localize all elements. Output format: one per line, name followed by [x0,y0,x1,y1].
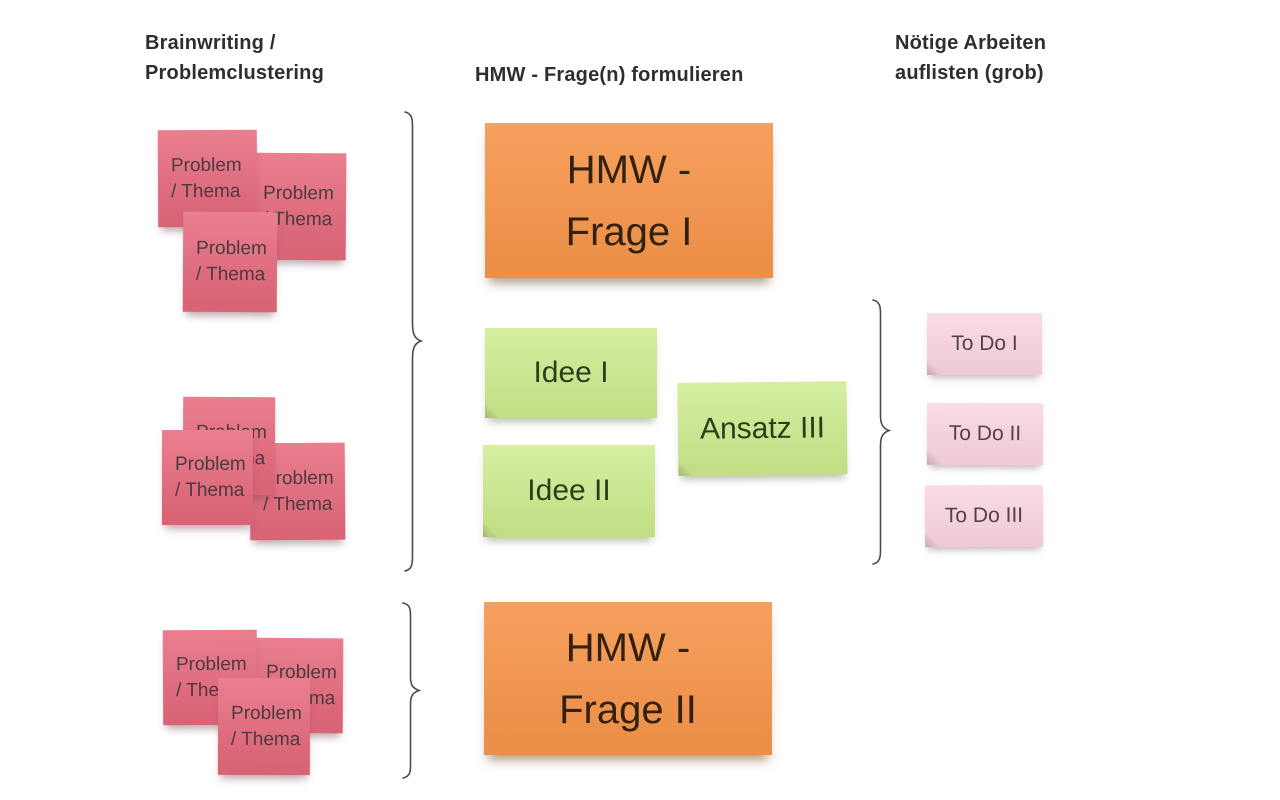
problem-note-cluster2-front[interactable]: Problem / Thema [162,430,253,525]
idee-2-note[interactable]: Idee II [483,445,655,537]
problem-note-cluster3-front[interactable]: Problem / Thema [217,677,311,776]
heading-noetige-arbeiten: Nötige Arbeiten auflisten (grob) [895,32,1047,84]
todo-3-note[interactable]: To Do III [924,484,1044,548]
todo-1-note[interactable]: To Do I [927,313,1042,375]
hmw-frage-1-note[interactable]: HMW - Frage I [485,123,773,278]
heading-brainwriting: Brainwriting / Problemclustering [145,32,324,84]
ansatz-3-note[interactable]: Ansatz III [677,381,848,476]
hmw-frage-2-note[interactable]: HMW - Frage II [484,602,772,755]
todo-2-note[interactable]: To Do II [926,402,1044,466]
problem-note-cluster1-front[interactable]: Problem / Thema [182,211,278,313]
brace-cluster-3 [402,602,422,779]
idee-1-note[interactable]: Idee I [485,328,657,418]
brace-todos [872,299,892,565]
brace-clusters-1-2 [404,111,424,572]
heading-hmw-frage: HMW - Frage(n) formulieren [475,64,744,86]
